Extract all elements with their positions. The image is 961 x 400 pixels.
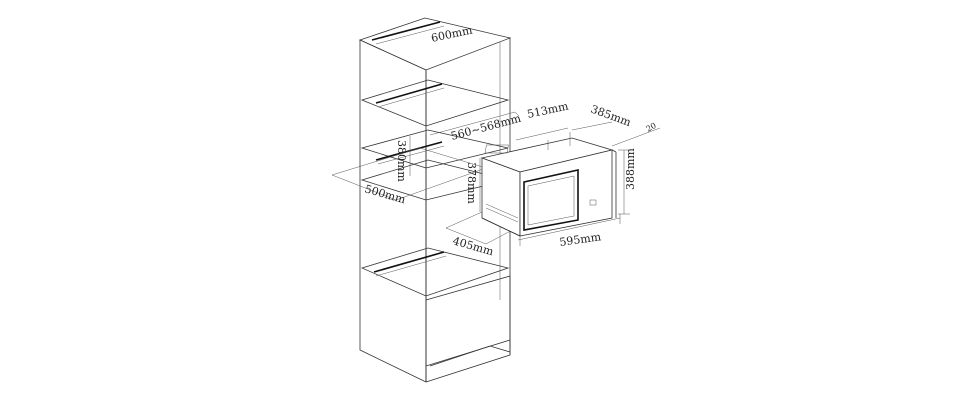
dim-frame-width: 595mm [559, 230, 603, 249]
dim-oven-base-depth: 405mm [451, 234, 495, 258]
dim-front-offset: 20 [645, 121, 658, 134]
base-plinth [425, 275, 511, 383]
dim-oven-height: 378mm [465, 162, 478, 204]
dim-frame-height: 388mm [624, 148, 637, 190]
dim-opening-depth: 560~568mm [449, 112, 523, 143]
control-strip [484, 144, 509, 154]
oven-dimension-lines [515, 121, 661, 246]
lower-shelf [360, 247, 510, 297]
dim-opening-height: 380mm [395, 140, 408, 182]
door-button [589, 199, 597, 206]
upper-shelf [360, 79, 510, 134]
microwave-oven [480, 132, 617, 237]
dim-oven-width: 513mm [526, 99, 570, 121]
tall-cabinet [358, 17, 512, 383]
top-vent-slot [371, 21, 445, 45]
door-window [523, 169, 579, 231]
